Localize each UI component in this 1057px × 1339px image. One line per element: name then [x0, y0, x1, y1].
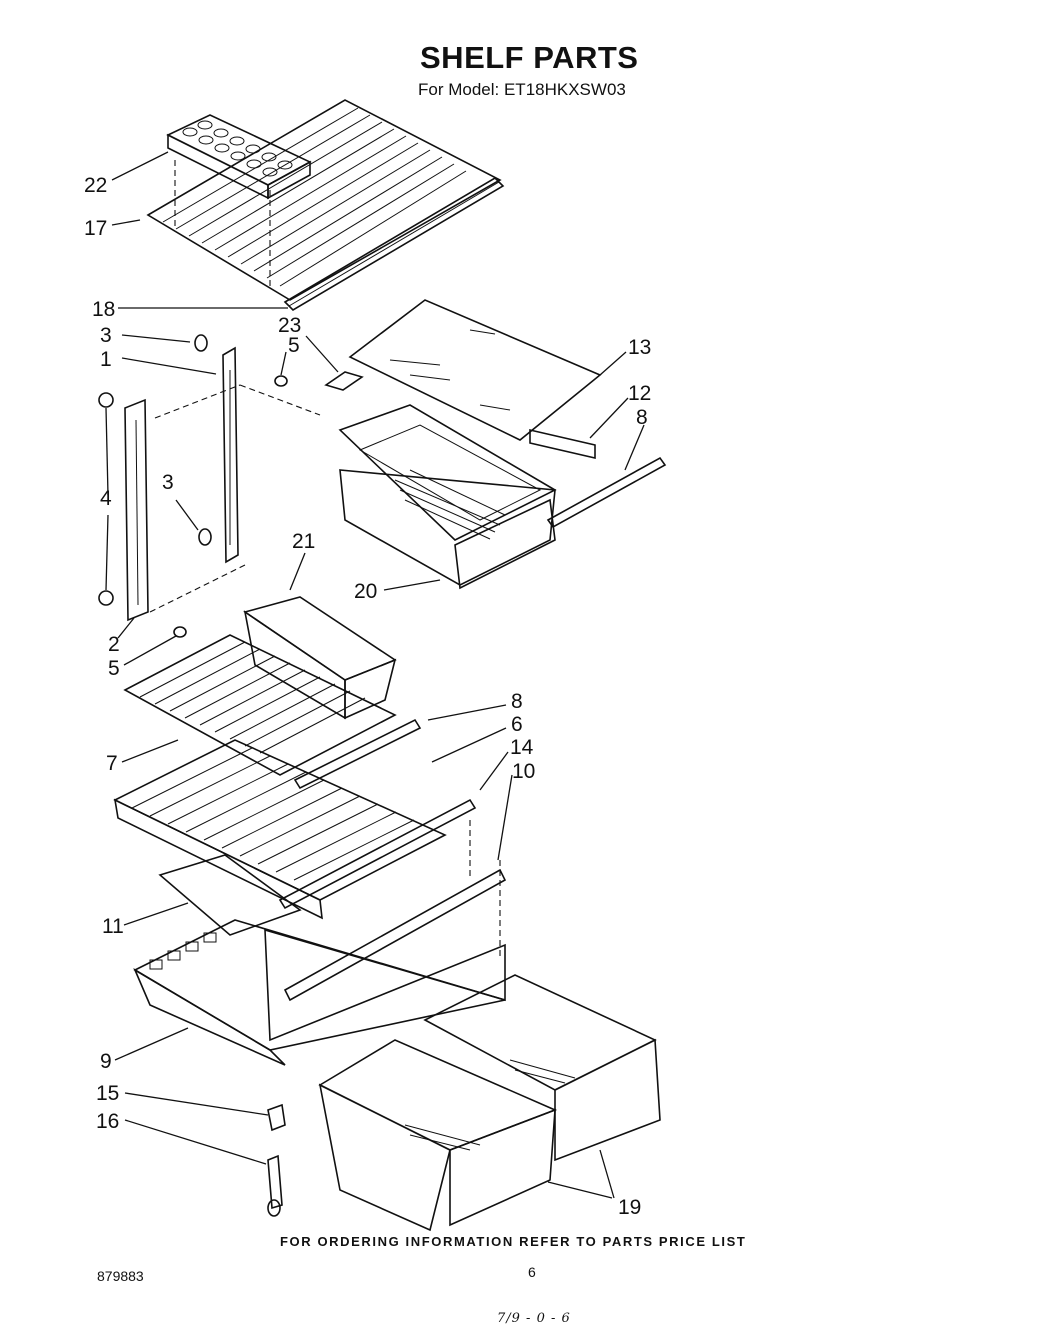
callout-4: 4 [100, 487, 112, 510]
callout-5-low: 5 [108, 657, 120, 680]
handwritten-date: 7/9 - 0 - 6 [497, 1311, 571, 1326]
callout-20: 20 [354, 580, 377, 603]
callout-8-top: 8 [636, 406, 648, 429]
humidity-control [267, 1103, 286, 1217]
callout-12: 12 [628, 382, 651, 405]
callout-9: 9 [100, 1050, 112, 1073]
wire-shelf-7 [123, 634, 422, 790]
ice-tray [166, 114, 312, 200]
shelf-trim-23 [324, 371, 364, 391]
shelf-ladders [98, 334, 321, 638]
deli-drawer [338, 404, 557, 590]
callout-1: 1 [100, 348, 112, 371]
callout-8-low: 8 [511, 690, 523, 713]
callout-2: 2 [108, 633, 120, 656]
wire-shelf-assembly [146, 99, 505, 312]
callout-10: 10 [512, 760, 535, 783]
model-subtitle: For Model: ET18HKXSW03 [418, 80, 626, 99]
callout-21: 21 [292, 530, 315, 553]
callout-3-mid: 3 [162, 471, 174, 494]
callout-14: 14 [510, 736, 534, 759]
callout-16: 16 [96, 1110, 119, 1133]
callout-17: 17 [84, 217, 107, 240]
crisper-cover [158, 820, 507, 1002]
bracket-12 [529, 428, 596, 460]
callout-11: 11 [102, 915, 124, 938]
callout-15: 15 [96, 1082, 119, 1105]
page-title: SHELF PARTS [420, 40, 639, 75]
trim-8 [546, 456, 667, 529]
callout-6: 6 [511, 713, 523, 736]
callout-5-top: 5 [288, 334, 300, 357]
page-number: 6 [528, 1264, 536, 1280]
callout-13: 13 [628, 336, 651, 359]
callout-labels: 22 17 18 23 3 1 5 13 12 8 4 3 21 20 2 5 … [84, 174, 651, 1219]
callout-3-top: 3 [100, 324, 112, 347]
callout-18: 18 [92, 298, 115, 321]
ordering-note: FOR ORDERING INFORMATION REFER TO PARTS … [280, 1234, 747, 1249]
callout-23: 23 [278, 314, 301, 337]
wire-shelf-14 [113, 739, 477, 920]
shelf-front-trim [283, 176, 505, 312]
document-number: 879883 [97, 1268, 144, 1284]
leader-lines [105, 151, 645, 1199]
callout-7: 7 [106, 752, 118, 775]
callout-19: 19 [618, 1196, 641, 1219]
storage-bin [243, 596, 397, 720]
callout-22: 22 [84, 174, 107, 197]
crisper-drawers [318, 974, 661, 1232]
crisper-tray [133, 919, 506, 1066]
